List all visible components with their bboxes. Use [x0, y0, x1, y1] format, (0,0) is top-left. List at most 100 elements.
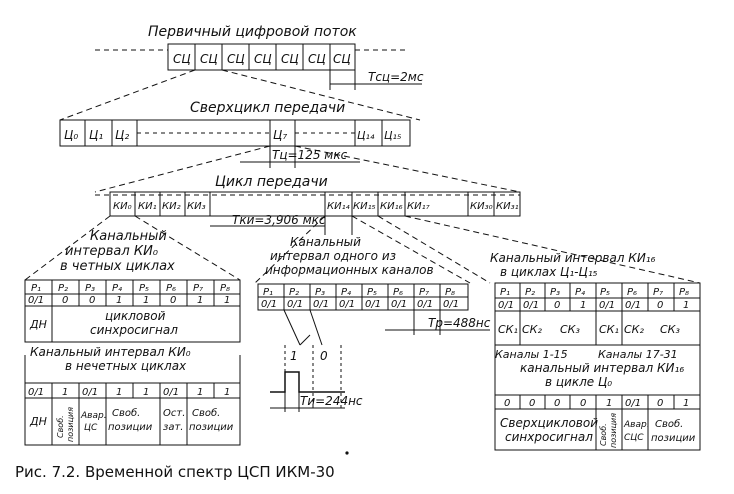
left-even-5: 1: [143, 295, 149, 306]
pulse-waveform: [270, 371, 345, 393]
mid-title-1: Канальный: [290, 235, 361, 249]
right-sync-2: синхросигнал: [505, 430, 593, 444]
k1-cell: КИ₁: [138, 201, 157, 212]
c14-cell: Ц₁₄: [357, 129, 375, 142]
right-val-1: 0/1: [498, 300, 514, 311]
right-val-3: 0: [554, 300, 560, 311]
right-ch2: Каналы 17-31: [598, 348, 678, 361]
left-title-3: в четных циклах: [60, 259, 175, 274]
left-sync-2: синхросигнал: [90, 323, 178, 337]
left-even-7: 1: [197, 295, 203, 306]
left-odd-3: 0/1: [82, 387, 98, 398]
mid-val-2: 0/1: [287, 299, 303, 310]
left-bit-3: P₃: [85, 283, 95, 294]
left-odd-sv1: Своб.: [56, 415, 65, 438]
right-sk3b: СК₃: [660, 323, 680, 336]
mid-val-4: 0/1: [339, 299, 355, 310]
right-sk1: СК₁: [498, 323, 518, 336]
right-sk1b: СК₁: [599, 323, 619, 336]
left-odd-fr2: позиции: [108, 422, 153, 433]
left-odd-title-2: в нечетных циклах: [65, 359, 187, 373]
mid-val-6: 0/1: [391, 299, 407, 310]
left-odd-2: 1: [62, 387, 68, 398]
left-bit-2: P₂: [58, 283, 68, 294]
primary-title: Первичный цифровой поток: [148, 24, 357, 40]
left-bit-4: P₄: [112, 283, 122, 294]
sc-cell-1: СЦ: [173, 52, 191, 66]
right-fr1: Своб.: [599, 423, 608, 446]
mid-bit-3: P₃: [315, 287, 325, 298]
right-sk2: СК₂: [522, 323, 542, 336]
supercycle-title: Сверхцикл передачи: [190, 100, 345, 116]
c0-val-1: 0: [504, 398, 510, 409]
mid-bit-5: P₅: [367, 287, 377, 298]
left-odd-os1: Ост.: [163, 408, 185, 419]
right-bit-4: P₄: [575, 287, 585, 298]
right-bit-3: P₃: [550, 287, 560, 298]
left-odd-4: 1: [116, 387, 122, 398]
left-bit-7: P₇: [193, 283, 203, 294]
right-val-7: 0: [657, 300, 663, 311]
left-title-1: Канальный: [90, 229, 167, 244]
mid-val-1: 0/1: [261, 299, 277, 310]
left-odd-fr1: Своб.: [112, 407, 140, 419]
sc-cell-4: СЦ: [254, 52, 272, 66]
left-odd-av1: Авар.: [80, 411, 107, 421]
right-sync-1: Сверхцикловой: [500, 416, 598, 430]
figure-caption: Рис. 7.2. Временной спектр ЦСП ИКМ-30: [15, 463, 335, 481]
right-av2: СЦС: [624, 433, 644, 443]
left-odd-fr3: Своб.: [192, 407, 220, 419]
right-sk3: СК₃: [560, 323, 580, 336]
sc-cell-3: СЦ: [227, 52, 245, 66]
tsc-label: Тсц=2мс: [368, 70, 424, 84]
left-bit-5: P₅: [139, 283, 149, 294]
left-even-1: 0/1: [28, 295, 44, 306]
mid-bit-6: P₆: [393, 287, 403, 298]
left-odd-dn: ДН: [29, 415, 47, 428]
right-title-2: в циклах Ц₁-Ц₁₅: [500, 265, 598, 279]
supercycle-frame: [59, 119, 411, 147]
k30-cell: КИ₃₀: [470, 201, 493, 212]
cycle-frame: [109, 191, 521, 217]
right-bit-2: P₂: [525, 287, 535, 298]
mid-bit-4: P₄: [341, 287, 351, 298]
mid-bit-8: P₈: [445, 287, 455, 298]
c0-val-8: 1: [683, 398, 689, 409]
k2-cell: КИ₂: [162, 201, 181, 212]
left-bit-8: P₈: [220, 283, 230, 294]
tp-label: Тр=488нс: [428, 316, 491, 330]
mid-val-5: 0/1: [365, 299, 381, 310]
sc-cell-7: СЦ: [333, 52, 351, 66]
c0-val-3: 0: [554, 398, 560, 409]
left-odd-av2: ЦС: [84, 423, 98, 433]
c0-val-7: 0: [657, 398, 663, 409]
c0-val-5: 1: [606, 398, 612, 409]
ti-label: Ти=244нс: [300, 394, 363, 408]
right-val-8: 1: [683, 300, 689, 311]
right-bit-8: P₈: [679, 287, 689, 298]
primary-frame: [167, 43, 356, 71]
left-dn: ДН: [29, 318, 47, 331]
right-fr4: позиции: [651, 433, 696, 444]
left-odd-fr4: позиции: [189, 422, 234, 433]
pulse-one: 1: [290, 349, 298, 363]
left-odd-6: 0/1: [163, 387, 179, 398]
k15-cell: КИ₁₅: [353, 201, 376, 212]
right-ch1: Каналы 1-15: [495, 348, 568, 361]
right-t3: в цикле Ц₀: [545, 375, 612, 389]
right-bit-5: P₅: [600, 287, 610, 298]
c15-cell: Ц₁₅: [384, 129, 401, 142]
c0-val-4: 0: [580, 398, 586, 409]
left-even-6: 0: [170, 295, 176, 306]
right-table: [494, 282, 701, 346]
right-val-6: 0/1: [625, 300, 641, 311]
left-bit-6: P₆: [166, 283, 176, 294]
left-odd-sv2: позиция: [66, 407, 75, 442]
left-odd-1: 0/1: [28, 387, 44, 398]
right-bit-7: P₇: [653, 287, 663, 298]
right-fr3: Своб.: [655, 418, 683, 430]
left-odd-5: 1: [143, 387, 149, 398]
mid-title-3: информационных каналов: [265, 263, 434, 277]
c0-val-2: 0: [529, 398, 535, 409]
